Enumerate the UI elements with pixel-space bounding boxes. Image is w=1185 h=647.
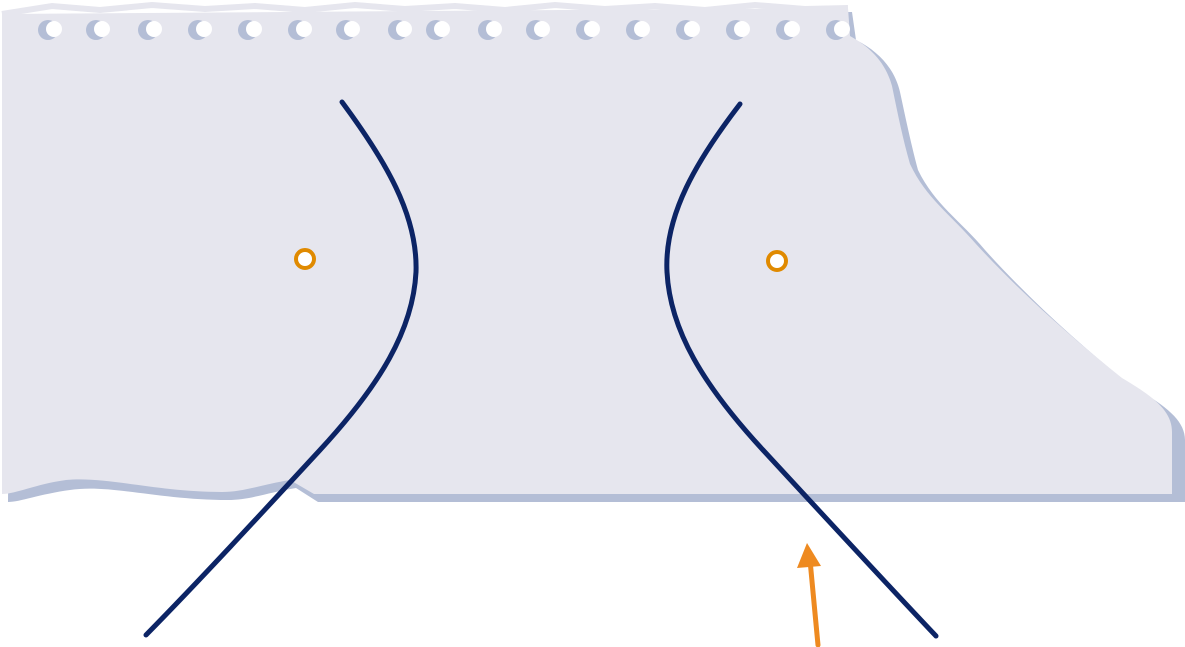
spiral-hole <box>478 20 502 40</box>
arrow-head-icon <box>797 543 821 568</box>
spiral-hole <box>86 20 110 40</box>
spiral-hole <box>676 20 700 40</box>
left-focus-point <box>294 248 316 270</box>
right-focus-point <box>766 250 788 272</box>
spiral-hole <box>38 20 62 40</box>
spiral-hole <box>238 20 262 40</box>
pointer-arrow <box>797 543 821 647</box>
spiral-hole <box>388 20 412 40</box>
hyperbola-right-branch <box>664 101 939 639</box>
spiral-hole <box>188 20 212 40</box>
hyperbola-left-branch <box>143 99 419 638</box>
notebook-paper-icon <box>1 1 1185 502</box>
spiral-hole <box>626 20 650 40</box>
spiral-hole <box>138 20 162 40</box>
paper-body <box>2 8 1172 494</box>
spiral-hole <box>726 20 750 40</box>
spiral-hole <box>526 20 550 40</box>
arrow-shaft <box>807 557 821 647</box>
spiral-hole <box>576 20 600 40</box>
paper-top-edge <box>1 1 849 17</box>
spiral-hole <box>426 20 450 40</box>
spiral-hole <box>776 20 800 40</box>
spiral-hole <box>826 20 850 40</box>
spiral-hole <box>288 20 312 40</box>
spiral-holes <box>38 20 850 40</box>
spiral-hole <box>336 20 360 40</box>
